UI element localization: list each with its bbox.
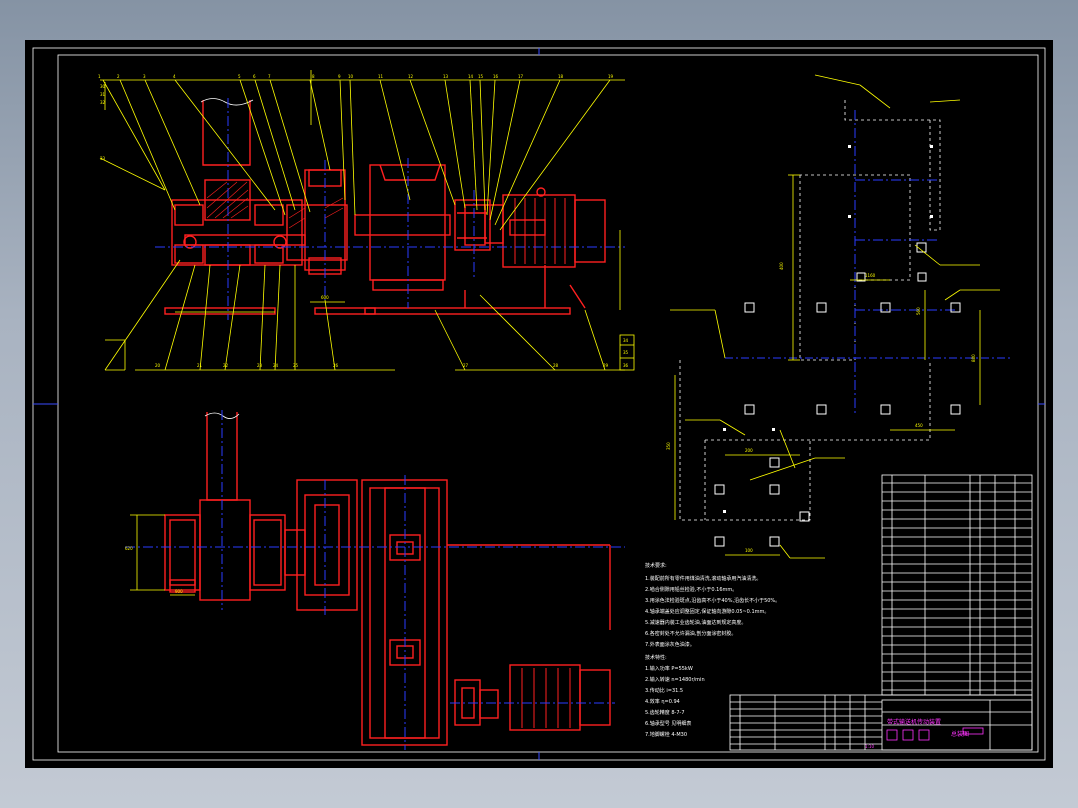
dim-found-7: 100 xyxy=(745,548,753,553)
dim-found-5: 350 xyxy=(666,442,671,450)
balloon-12: 12 xyxy=(408,74,414,79)
dim-found-8: 1160 xyxy=(865,273,876,278)
note-3: 3.用涂色法检验斑点,沿齿高不小于40%,沿齿长不小于50%。 xyxy=(645,597,780,604)
frame-center-marks xyxy=(33,48,1045,760)
balloon-10: 10 xyxy=(348,74,354,79)
balloon-19: 19 xyxy=(608,74,614,79)
note-5: 5.减速器内装工业齿轮油,油面达到规定高度。 xyxy=(645,619,746,626)
drawing-sheet: 600 xyxy=(25,40,1053,768)
note-14: 6.轴承型号 见明细表 xyxy=(645,720,691,727)
foundation-dimensions: 400 880 560 450 350 200 100 1160 xyxy=(666,262,976,553)
dim-found-4: 450 xyxy=(915,423,923,428)
balloon-16: 16 xyxy=(493,74,499,79)
balloon-4: 4 xyxy=(173,74,176,79)
note-10: 2.输入转速 n=1480r/min xyxy=(645,676,705,683)
drawing-number: 总装图 xyxy=(951,730,969,738)
title-text: 带式输送机传动装置 xyxy=(887,718,941,726)
balloon-3: 3 xyxy=(143,74,146,79)
balloon-35: 35 xyxy=(623,350,629,355)
note-12: 4.效率 η=0.94 xyxy=(645,698,680,705)
balloon-5: 5 xyxy=(238,74,241,79)
balloon-33: 33 xyxy=(100,156,106,161)
balloon-18: 18 xyxy=(558,74,564,79)
balloon-29: 29 xyxy=(603,363,609,368)
dim-top-1: 620 xyxy=(125,546,133,551)
note-1: 1.装配前所有零件用煤油清洗,滚动轴承用汽油清洗。 xyxy=(645,575,761,582)
front-view: 600 xyxy=(155,98,625,320)
front-view-balloons: 1 2 3 4 5 6 7 8 9 10 11 12 13 14 15 16 1… xyxy=(98,74,629,368)
notes-heading: 技术要求: xyxy=(645,562,667,569)
balloon-11: 11 xyxy=(378,74,384,79)
title-block: 带式输送机传动装置 总装图 1:10 xyxy=(865,699,1033,751)
balloon-27: 27 xyxy=(463,363,469,368)
balloon-22: 22 xyxy=(223,363,229,368)
balloon-21: 21 xyxy=(197,363,203,368)
dim-found-1: 400 xyxy=(779,262,784,270)
dim-front-1: 600 xyxy=(321,295,329,300)
balloon-2: 2 xyxy=(117,74,120,79)
dim-found-2: 880 xyxy=(971,354,976,362)
outer-frame xyxy=(32,47,1046,761)
scale-text: 1:10 xyxy=(865,744,874,749)
balloon-13: 13 xyxy=(443,74,449,79)
note-4: 4.轴承端盖处应调整固定,保证轴向游隙0.05~0.1mm。 xyxy=(645,608,769,615)
cad-drawing: 600 xyxy=(32,47,1046,761)
balloon-20: 20 xyxy=(155,363,161,368)
foundation-plan: 400 880 560 450 350 200 100 1160 xyxy=(666,74,1010,559)
parts-list xyxy=(729,474,1033,751)
note-13: 5.齿轮精度 8-7-7 xyxy=(645,709,685,716)
balloon-17: 17 xyxy=(518,74,524,79)
top-view: 620 900 xyxy=(125,410,625,750)
note-7: 7.外表面涂灰色油漆。 xyxy=(645,641,695,648)
balloon-34: 34 xyxy=(623,338,629,343)
note-6: 6.各密封处不允许漏油,剖分面涂密封胶。 xyxy=(645,630,736,637)
balloon-32: 32 xyxy=(100,100,106,105)
balloon-7: 7 xyxy=(268,74,271,79)
inner-frame xyxy=(57,54,1039,753)
balloon-8: 8 xyxy=(312,74,315,79)
balloon-6: 6 xyxy=(253,74,256,79)
balloon-15: 15 xyxy=(478,74,484,79)
dim-found-3: 560 xyxy=(916,307,921,315)
note-11: 3.传动比 i=31.5 xyxy=(645,687,683,694)
balloon-9: 9 xyxy=(338,74,341,79)
note-8: 技术特性: xyxy=(645,654,667,661)
balloon-36: 36 xyxy=(623,363,629,368)
note-15: 7.地脚螺栓 4-M30 xyxy=(645,731,687,738)
balloon-25: 25 xyxy=(293,363,299,368)
balloon-1: 1 xyxy=(98,74,101,79)
balloon-14: 14 xyxy=(468,74,474,79)
note-2: 2.啮合侧隙用铅丝检验,不小于0.16mm。 xyxy=(645,586,737,593)
balloon-28: 28 xyxy=(553,363,559,368)
note-9: 1.输入功率 P=55kW xyxy=(645,665,693,672)
balloon-31: 31 xyxy=(100,92,106,97)
balloon-30: 30 xyxy=(100,84,106,89)
front-view-leaders: 1 2 3 4 5 6 7 8 9 10 11 12 13 14 15 16 1… xyxy=(98,70,635,371)
dim-found-6: 200 xyxy=(745,448,753,453)
technical-notes: 技术要求: 1.装配前所有零件用煤油清洗,滚动轴承用汽油清洗。 2.啮合侧隙用铅… xyxy=(645,562,780,738)
dim-top-2: 900 xyxy=(175,589,183,594)
balloon-26: 26 xyxy=(333,363,339,368)
balloon-24: 24 xyxy=(273,363,279,368)
balloon-23: 23 xyxy=(257,363,263,368)
